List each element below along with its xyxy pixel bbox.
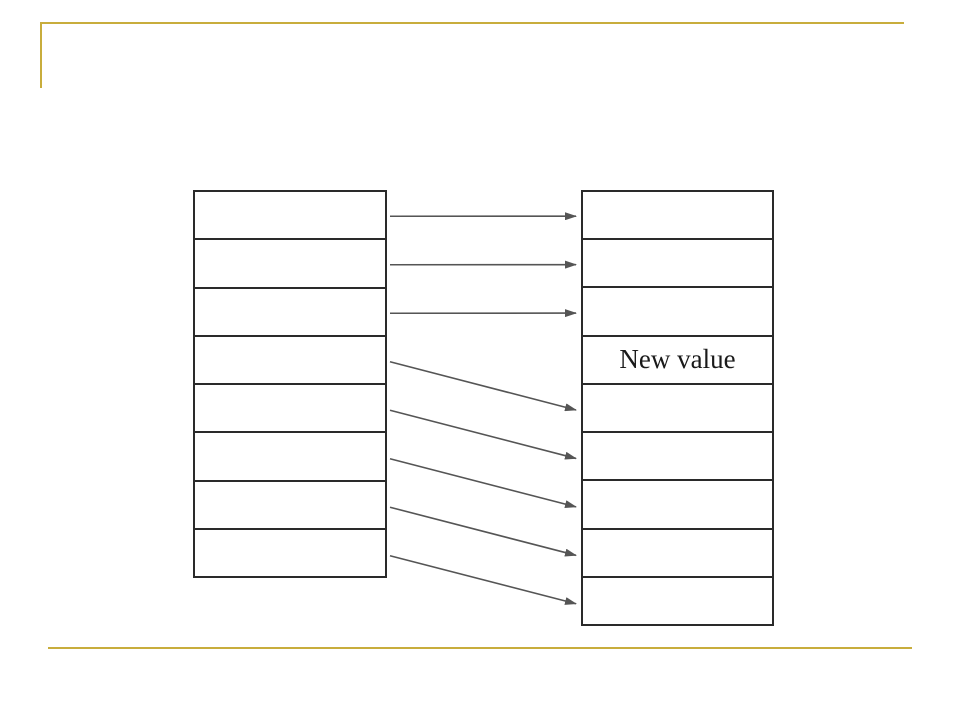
- destination-cell-0: [583, 192, 772, 241]
- arrow-5: [389, 457, 577, 509]
- arrow-7: [389, 554, 577, 605]
- arrow-3: [389, 360, 577, 412]
- destination-cell-3: New value: [583, 337, 772, 385]
- top-accent-rule: [40, 22, 904, 24]
- source-cell-3: [195, 337, 385, 385]
- destination-cell-1: [583, 240, 772, 289]
- arrow-4: [389, 409, 577, 460]
- source-cell-1: [195, 240, 385, 289]
- bottom-accent-rule: [48, 647, 912, 649]
- destination-cell-4: [583, 385, 772, 434]
- left-accent-rule: [40, 22, 42, 88]
- destination-cell-6: [583, 481, 772, 530]
- destination-array: New value: [581, 190, 774, 626]
- source-cell-6: [195, 482, 385, 530]
- source-cell-4: [195, 385, 385, 434]
- source-cell-0: [195, 192, 385, 241]
- source-cell-2: [195, 289, 385, 337]
- arrow-6: [389, 506, 577, 557]
- destination-cell-7: [583, 530, 772, 578]
- source-cell-5: [195, 433, 385, 482]
- destination-cell-2: [583, 288, 772, 337]
- destination-cell-5: [583, 433, 772, 482]
- source-array: [193, 190, 387, 578]
